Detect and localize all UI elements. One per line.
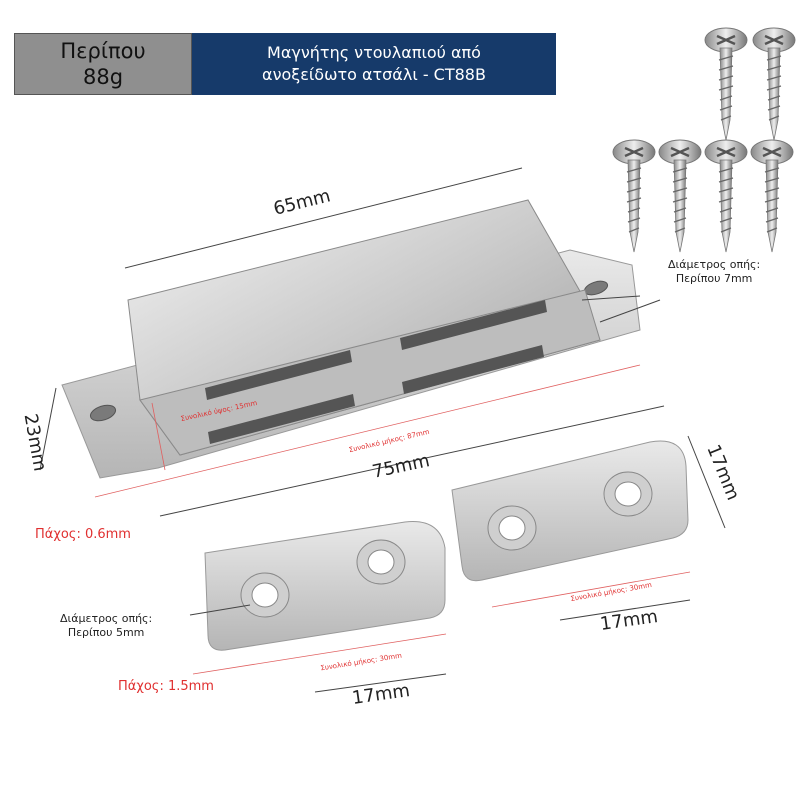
product-title-line1: Μαγνήτης ντουλαπιού από <box>267 43 481 62</box>
note-thickness-catch: Πάχος: 0.6mm <box>35 527 131 542</box>
note-hole-big-line1: Διάμετρος οπής: <box>668 258 761 271</box>
red-guide-lines <box>94 364 691 675</box>
magnetic-catch <box>61 199 641 479</box>
product-title: Μαγνήτης ντουλαπιού από ανοξείδωτο ατσάλ… <box>192 33 556 95</box>
note-hole-small-line2: Περίπου 5mm <box>67 626 145 639</box>
weight-badge: Περίπου 88g <box>14 33 192 95</box>
dimension-lines <box>39 167 726 693</box>
screw-set <box>611 26 797 254</box>
note-thickness-plate: Πάχος: 1.5mm <box>118 679 214 694</box>
weight-value: 88g <box>82 65 124 89</box>
product-title-line2: ανοξείδωτο ατσάλι - CT88B <box>262 65 486 84</box>
note-hole-diameter-big: Διάμετρος οπής: Περίπου 7mm <box>668 258 760 286</box>
striker-plates <box>204 440 689 651</box>
note-hole-diameter-small: Διάμετρος οπής: Περίπου 5mm <box>60 612 152 640</box>
weight-label: Περίπου <box>60 39 146 63</box>
note-hole-big-line2: Περίπου 7mm <box>675 272 753 285</box>
product-header: Περίπου 88g Μαγνήτης ντουλαπιού από ανοξ… <box>14 33 556 95</box>
note-hole-small-line1: Διάμετρος οπής: <box>60 612 153 625</box>
